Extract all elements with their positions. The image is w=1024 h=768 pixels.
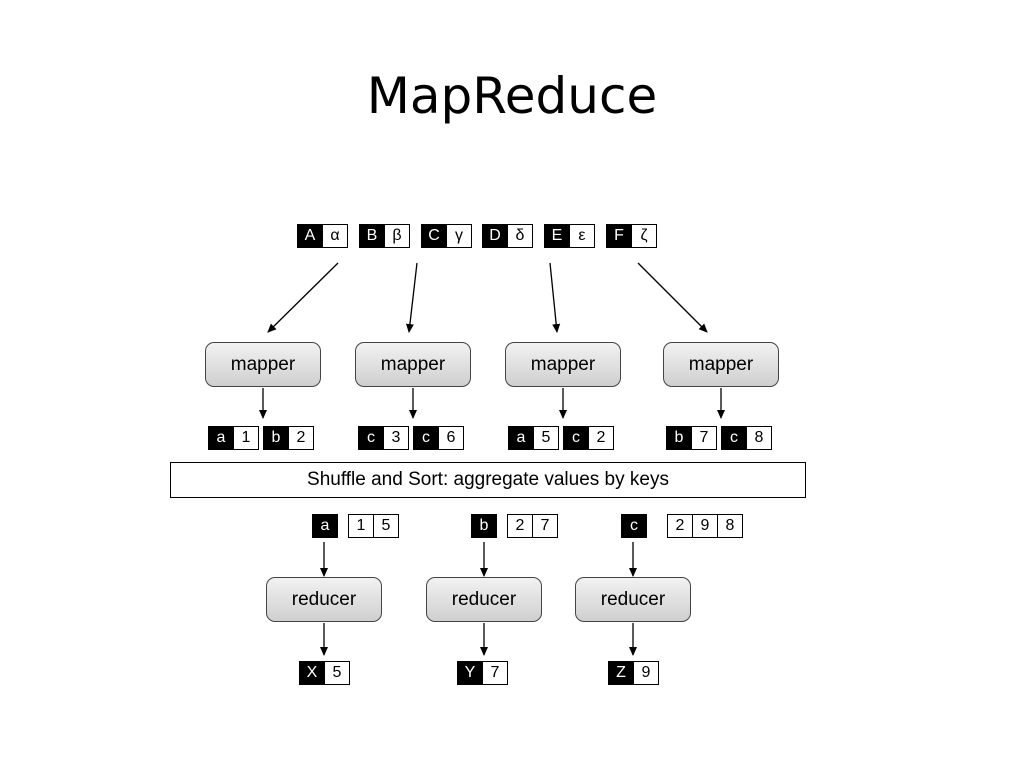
reducer-node: reducer [575, 577, 691, 622]
reducer-output: Z 9 [608, 661, 659, 685]
output-key: c [563, 426, 589, 450]
input-value: ε [569, 224, 595, 248]
group-value: 9 [692, 514, 718, 538]
output-value: 7 [691, 426, 717, 450]
reducer-node: reducer [426, 577, 542, 622]
group-key: b [471, 514, 497, 538]
output-key: b [263, 426, 289, 450]
mapper-node: mapper [355, 342, 471, 387]
input-key: F [606, 224, 632, 248]
input-value: ζ [631, 224, 657, 248]
input-pair: B β [359, 224, 410, 248]
arrow-input-to-mapper-4 [637, 262, 708, 333]
group-c: c 2 9 8 [621, 514, 743, 538]
mapper-output: a 5 c 2 [508, 426, 614, 450]
group-key: c [621, 514, 647, 538]
mapper-output: c 3 c 6 [358, 426, 464, 450]
input-value: γ [446, 224, 472, 248]
input-key: C [421, 224, 447, 248]
group-key: a [312, 514, 338, 538]
output-key: c [413, 426, 439, 450]
result-value: 7 [482, 661, 508, 685]
group-b: b 2 7 [471, 514, 558, 538]
output-value: 2 [588, 426, 614, 450]
arrow-input-to-mapper-1 [267, 262, 339, 333]
group-a: a 1 5 [312, 514, 399, 538]
arrow-input-to-mapper-3 [549, 262, 561, 333]
input-pair: D δ [482, 224, 533, 248]
mapper-node: mapper [205, 342, 321, 387]
mapper-node: mapper [663, 342, 779, 387]
input-pair: A α [297, 224, 348, 248]
output-value: 1 [233, 426, 259, 450]
input-pair: F ζ [606, 224, 657, 248]
group-value: 2 [507, 514, 533, 538]
input-value: α [322, 224, 348, 248]
group-value: 1 [348, 514, 374, 538]
output-value: 2 [288, 426, 314, 450]
result-value: 9 [633, 661, 659, 685]
arrow-input-to-mapper-2 [405, 262, 418, 333]
output-value: 8 [746, 426, 772, 450]
result-value: 5 [324, 661, 350, 685]
reducer-node: reducer [266, 577, 382, 622]
input-pair: C γ [421, 224, 472, 248]
output-value: 5 [533, 426, 559, 450]
input-key: D [482, 224, 508, 248]
group-value: 2 [667, 514, 693, 538]
output-value: 6 [438, 426, 464, 450]
output-key: b [666, 426, 692, 450]
input-pair: E ε [544, 224, 595, 248]
reducer-output: X 5 [299, 661, 350, 685]
result-key: Z [608, 661, 634, 685]
input-key: A [297, 224, 323, 248]
mapper-output: a 1 b 2 [208, 426, 314, 450]
group-value: 5 [373, 514, 399, 538]
group-value: 8 [717, 514, 743, 538]
output-key: a [208, 426, 234, 450]
input-value: δ [507, 224, 533, 248]
mapper-node: mapper [505, 342, 621, 387]
output-value: 3 [383, 426, 409, 450]
output-key: c [358, 426, 384, 450]
result-key: X [299, 661, 325, 685]
output-key: a [508, 426, 534, 450]
result-key: Y [457, 661, 483, 685]
output-key: c [721, 426, 747, 450]
mapper-output: b 7 c 8 [666, 426, 772, 450]
input-value: β [384, 224, 410, 248]
page-title: MapReduce [366, 67, 658, 125]
group-value: 7 [532, 514, 558, 538]
input-key: B [359, 224, 385, 248]
input-key: E [544, 224, 570, 248]
shuffle-and-sort-bar: Shuffle and Sort: aggregate values by ke… [170, 462, 806, 498]
reducer-output: Y 7 [457, 661, 508, 685]
